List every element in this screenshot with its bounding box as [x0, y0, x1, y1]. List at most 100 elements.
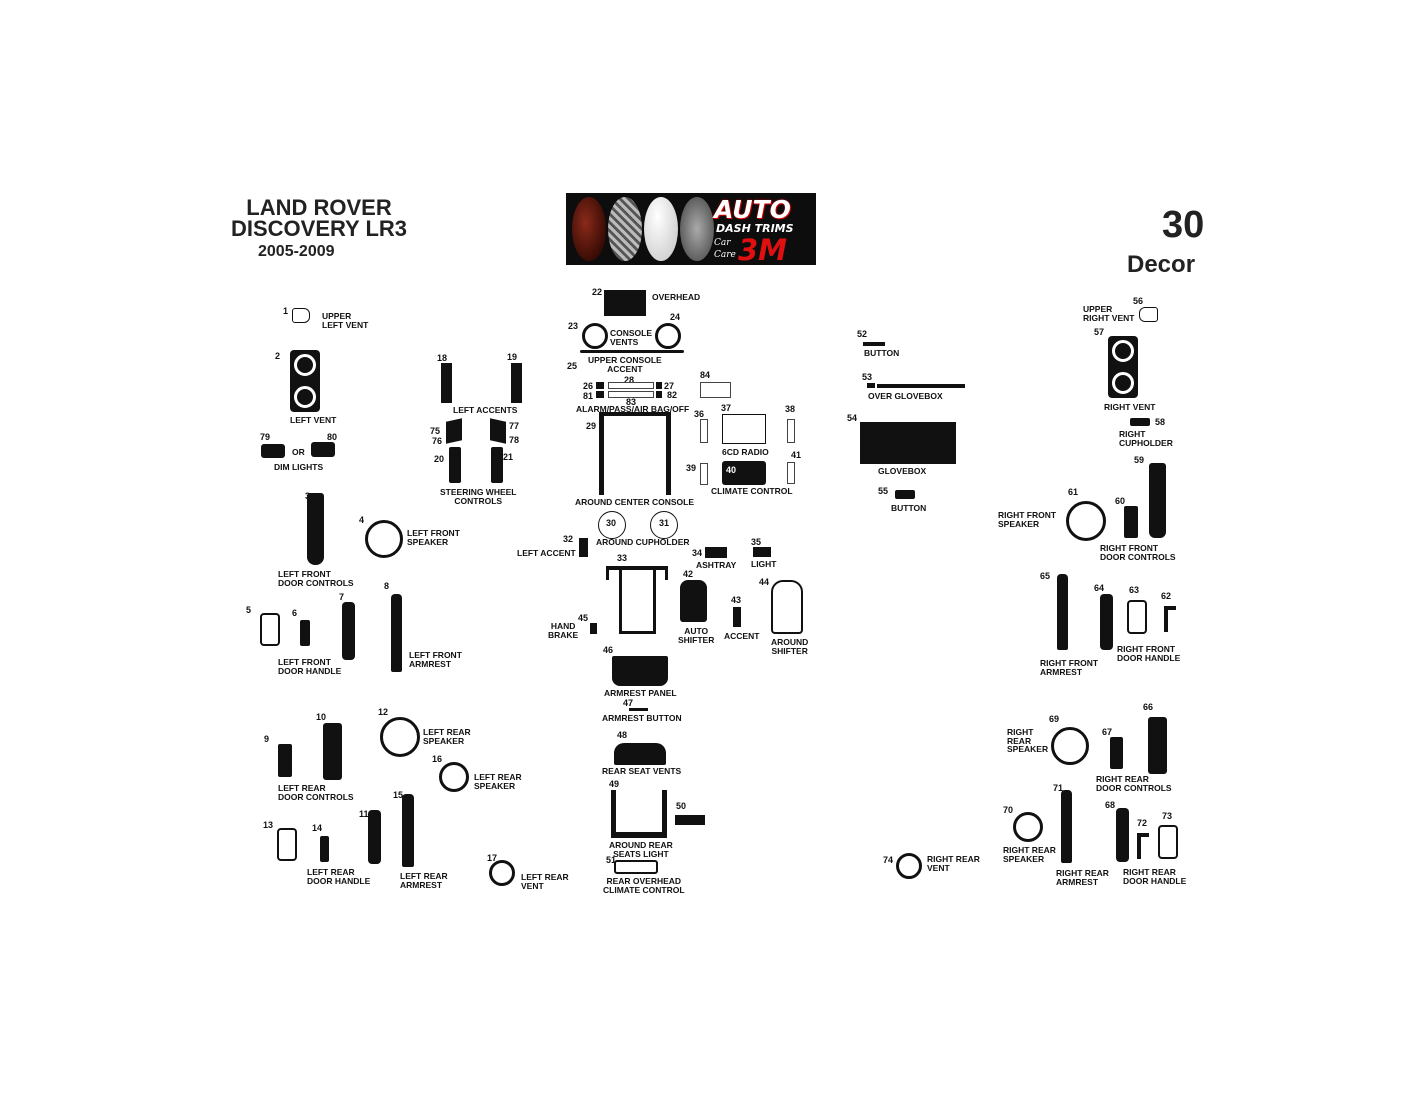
- part-label: LEFT FRONT SPEAKER: [407, 528, 460, 547]
- part-label: OVERHEAD: [652, 292, 701, 302]
- part-number: 80: [327, 432, 338, 442]
- part-number: 49: [609, 779, 620, 789]
- part-number: 64: [1094, 583, 1105, 593]
- part-number: 69: [1049, 714, 1060, 724]
- vehicle-make: LAND ROVER: [246, 195, 392, 220]
- part-label: AROUND CUPHOLDER: [596, 537, 690, 547]
- part-shape-7: [342, 602, 355, 660]
- part-number: 83: [626, 397, 637, 407]
- part-shape-48: [614, 743, 666, 765]
- part-label: RIGHT FRONT DOOR CONTROLS: [1100, 543, 1176, 562]
- part-shape-12: [380, 717, 420, 757]
- part-number: 37: [721, 403, 732, 413]
- part-number: 39: [686, 463, 697, 473]
- part-shape-13: [277, 828, 297, 861]
- part-shape-50: [675, 815, 705, 825]
- part-number: 27: [664, 381, 675, 391]
- part-shape-75: [446, 418, 462, 444]
- part-label: REAR SEAT VENTS: [602, 766, 682, 776]
- part-number: 2: [275, 351, 281, 361]
- part-shape-73: [1158, 825, 1178, 859]
- part-shape-60: [1124, 506, 1138, 538]
- part-shape-10: [323, 723, 342, 780]
- part-label: BUTTON: [864, 348, 900, 358]
- part-number: 84: [700, 370, 711, 380]
- part-label: LEFT ACCENTS: [453, 405, 518, 415]
- part-number: 54: [847, 413, 858, 423]
- part-label: LEFT VENT: [290, 415, 337, 425]
- part-shape-49: [662, 790, 667, 838]
- part-shape-33: [665, 566, 668, 580]
- part-shape-41: [787, 462, 795, 484]
- logo-care: Care: [714, 250, 736, 260]
- part-number: 24: [670, 312, 681, 322]
- part-number: 44: [759, 577, 770, 587]
- part-shape-49: [611, 832, 667, 838]
- part-label: LEFT ACCENT: [517, 548, 576, 558]
- part-shape-65: [1057, 574, 1068, 650]
- part-label: 6CD RADIO: [722, 447, 769, 457]
- part-number: 33: [617, 553, 628, 563]
- part-number: 72: [1137, 818, 1148, 828]
- part-label: RIGHT REAR VENT: [927, 854, 980, 873]
- part-shape-33: [606, 566, 609, 580]
- logo-3m: 3M: [738, 233, 788, 265]
- part-number: 14: [312, 823, 323, 833]
- part-shape-18: [441, 363, 452, 403]
- part-shape-61: [1066, 501, 1106, 541]
- part-shape-64: [1100, 594, 1113, 650]
- part-number: 63: [1129, 585, 1140, 595]
- part-shape-23: [582, 323, 608, 349]
- part-label: LEFT REAR DOOR HANDLE: [307, 867, 371, 886]
- part-number: 9: [264, 734, 270, 744]
- part-label: GLOVEBOX: [878, 466, 927, 476]
- part-label: LEFT FRONT DOOR CONTROLS: [278, 569, 354, 588]
- part-number: 73: [1162, 811, 1173, 821]
- part-label: RIGHT FRONT DOOR HANDLE: [1117, 644, 1181, 663]
- part-label: RIGHT REAR SPEAKER: [1007, 727, 1049, 754]
- part-shape-37: [722, 414, 766, 444]
- part-number: 8: [384, 581, 390, 591]
- part-number: 26: [583, 381, 594, 391]
- vehicle-model: DISCOVERY LR3: [230, 216, 408, 241]
- part-number: 38: [785, 404, 796, 414]
- part-shape-8: [391, 594, 402, 672]
- part-shape-16: [439, 762, 469, 792]
- part-shape-25: [580, 350, 684, 353]
- part-shape-9: [278, 744, 292, 777]
- part-shape-72: [1137, 833, 1141, 859]
- part-number: 76: [432, 436, 443, 446]
- part-number: 75: [430, 426, 441, 436]
- part-label: LEFT REAR VENT: [521, 872, 569, 891]
- wood-swatch-icon: [572, 197, 606, 261]
- part-number: 58: [1155, 417, 1166, 427]
- part-shape-3: [307, 493, 324, 565]
- white-swatch-icon: [644, 197, 678, 261]
- part-number: 5: [246, 605, 252, 615]
- part-number: 30: [606, 518, 617, 528]
- part-shape-51: [614, 860, 658, 874]
- part-shape-79: [261, 444, 285, 458]
- part-number: 59: [1134, 455, 1145, 465]
- part-shape-14: [320, 836, 329, 862]
- part-shape-35: [753, 547, 771, 557]
- part-shape-67: [1110, 737, 1123, 769]
- part-label: RIGHT CUPHOLDER: [1119, 429, 1173, 448]
- part-number: 62: [1161, 591, 1172, 601]
- part-label: AUTO SHIFTER: [678, 626, 715, 645]
- part-number: 6: [292, 608, 298, 618]
- part-shape-38: [787, 419, 795, 443]
- part-number: 15: [393, 790, 404, 800]
- part-label: STEERING WHEEL CONTROLS: [440, 487, 517, 506]
- part-number: 21: [503, 452, 514, 462]
- part-label: AROUND CENTER CONSOLE: [575, 497, 695, 507]
- part-shape-53: [867, 383, 875, 388]
- part-shape-17: [489, 860, 515, 886]
- part-number: 66: [1143, 702, 1154, 712]
- part-label: LEFT REAR SPEAKER: [423, 727, 471, 746]
- part-label: OVER GLOVEBOX: [868, 391, 943, 401]
- part-shape-33: [606, 566, 668, 570]
- part-shape-11: [368, 810, 381, 864]
- part-shape-83: [608, 391, 654, 398]
- part-number: 43: [731, 595, 742, 605]
